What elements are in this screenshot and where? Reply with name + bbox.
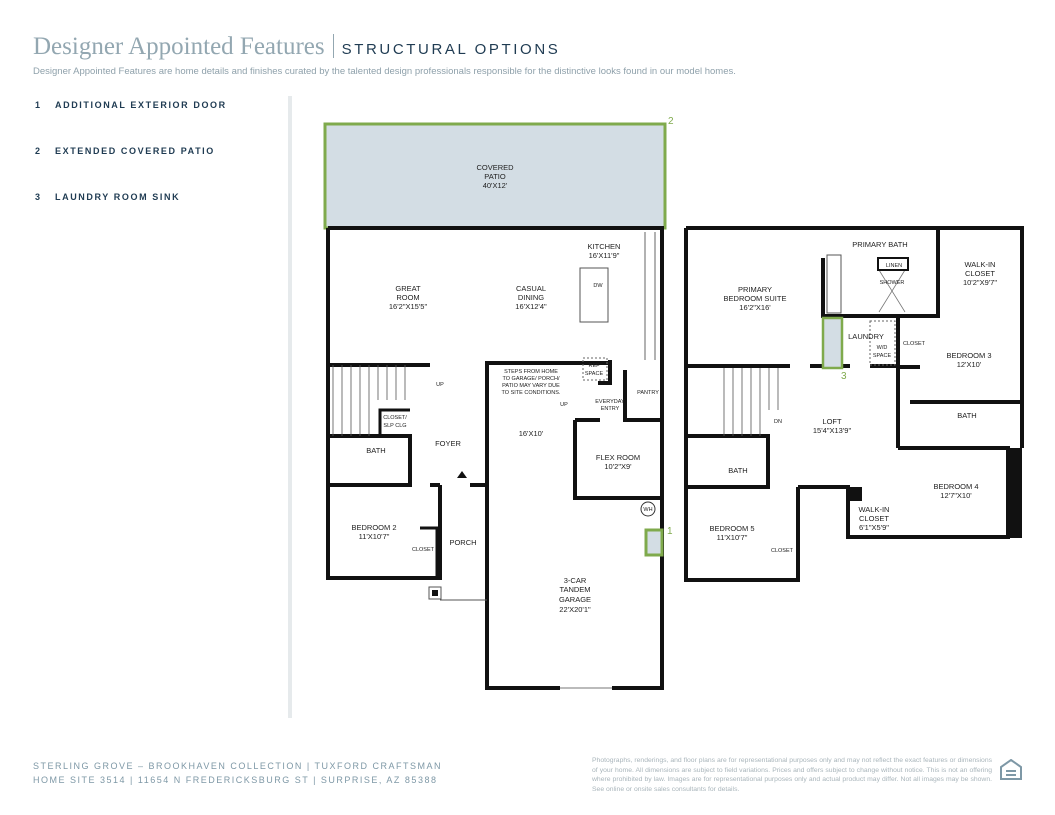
- room-label: PRIMARY BATH: [852, 240, 907, 249]
- room-label: TANDEM: [559, 585, 590, 594]
- room-label: PORCH: [449, 538, 476, 547]
- footer-community: STERLING GROVE – BROOKHAVEN COLLECTION |…: [33, 759, 442, 787]
- first-floor-labels: COVERED PATIO 40'X12' KITCHEN 16'X11'9" …: [351, 116, 674, 614]
- stairs-up-label: UP: [436, 382, 444, 388]
- room-label: 11'X10'7": [359, 532, 390, 541]
- room-label: DINING: [518, 293, 544, 302]
- room-label: SPACE: [873, 353, 892, 359]
- option-label: ADDITIONAL EXTERIOR DOOR: [55, 100, 227, 110]
- room-label: PANTRY: [637, 390, 659, 396]
- room-label: 16'X12'4": [515, 302, 547, 311]
- stairs-down-label: DN: [774, 419, 782, 425]
- page-title: Designer Appointed Features STRUCTURAL OP…: [33, 33, 560, 61]
- options-list: 1 ADDITIONAL EXTERIOR DOOR 2 EXTENDED COVE…: [35, 100, 227, 238]
- room-label: 6'1"X5'9": [859, 523, 889, 532]
- room-label: CLOSET: [412, 547, 435, 553]
- room-label: 10'2"X9'7": [963, 278, 997, 287]
- room-label: BEDROOM 5: [709, 524, 754, 533]
- second-floor-labels: PRIMARY BATH LINEN SHOWER WALK-IN CLOSET…: [709, 240, 997, 554]
- room-label: COVERED: [476, 163, 514, 172]
- room-label: WALK-IN: [965, 260, 996, 269]
- note-text: STEPS FROM HOME: [504, 369, 558, 375]
- room-label: BATH: [728, 466, 747, 475]
- footer-line-1: STERLING GROVE – BROOKHAVEN COLLECTION |…: [33, 761, 443, 771]
- room-label: BEDROOM 4: [933, 482, 978, 491]
- room-label: 16'2"X15'5": [389, 302, 428, 311]
- room-label: BEDROOM SUITE: [724, 294, 787, 303]
- room-label: SLP CLG: [383, 423, 406, 429]
- option-marker: 3: [841, 371, 847, 382]
- room-label: ENTRY: [601, 406, 620, 412]
- room-label: SHOWER: [880, 280, 905, 286]
- room-label: CASUAL: [516, 284, 546, 293]
- room-label: CLOSET: [903, 341, 926, 347]
- room-label: 16'X11'9": [589, 251, 620, 260]
- room-label: CLOSET: [965, 269, 995, 278]
- title-subtitle: STRUCTURAL OPTIONS: [341, 41, 561, 58]
- note-text: TO SITE CONDITIONS.: [502, 390, 561, 396]
- option-item: 3 LAUNDRY ROOM SINK: [35, 192, 227, 238]
- note-text: PATIO MAY VARY DUE: [502, 383, 560, 389]
- room-label: SPACE: [585, 371, 604, 377]
- title-divider: [332, 34, 334, 58]
- room-label: 16'2"X16': [739, 303, 771, 312]
- entry-arrow-icon: [457, 471, 467, 478]
- option-item: 2 EXTENDED COVERED PATIO: [35, 146, 227, 192]
- option-label: LAUNDRY ROOM SINK: [55, 192, 181, 202]
- footer-line-2: HOME SITE 3514 | 11654 N FREDERICKSBURG …: [33, 775, 438, 785]
- option-marker: 1: [667, 526, 673, 537]
- room-label: 10'2"X9': [604, 462, 632, 471]
- room-label: W/D: [877, 345, 888, 351]
- room-label: FLEX ROOM: [596, 453, 640, 462]
- room-label: 12'7"X10': [940, 491, 972, 500]
- covered-patio-highlight: [323, 122, 667, 230]
- room-label: KITCHEN: [588, 242, 621, 251]
- option-number: 2: [35, 146, 42, 156]
- room-label: BEDROOM 3: [946, 351, 991, 360]
- title-main: Designer Appointed Features: [33, 33, 325, 60]
- room-label: LINEN: [886, 263, 902, 269]
- room-label: 16'X10': [519, 429, 544, 438]
- laundry-sink-highlight: [821, 316, 844, 370]
- room-label: CLOSET: [771, 548, 794, 554]
- room-label: CLOSET/: [383, 415, 407, 421]
- room-label: FOYER: [435, 439, 461, 448]
- stairs-up-label: UP: [560, 402, 568, 408]
- dishwasher-label: DW: [593, 283, 603, 289]
- room-label: WALK-IN: [859, 505, 890, 514]
- exterior-door-highlight: [644, 528, 664, 557]
- equal-housing-icon: [1000, 759, 1022, 780]
- note-text: TO GARAGE/ PORCH/: [502, 376, 560, 382]
- legal-disclaimer: Photographs, renderings, and floor plans…: [592, 757, 992, 793]
- option-number: 3: [35, 192, 42, 202]
- second-floor-plan: [684, 226, 1024, 582]
- first-floor-plan: [323, 122, 667, 690]
- option-label: EXTENDED COVERED PATIO: [55, 146, 215, 156]
- room-label: 22'X20'1": [559, 605, 591, 614]
- page-description: Designer Appointed Features are home det…: [33, 66, 736, 77]
- divider: [288, 96, 292, 718]
- option-marker: 2: [668, 116, 674, 127]
- room-label: 11'X10'7": [717, 533, 748, 542]
- room-label: LAUNDRY: [848, 332, 884, 341]
- room-label: BEDROOM 2: [351, 523, 396, 532]
- room-label: GREAT: [395, 284, 421, 293]
- room-label: ROOM: [396, 293, 419, 302]
- room-label: BATH: [366, 446, 385, 455]
- room-label: LOFT: [822, 417, 842, 426]
- room-label: 40'X12': [483, 181, 508, 190]
- room-label: 12'X10': [957, 360, 982, 369]
- room-label: 3-CAR: [564, 576, 587, 585]
- option-number: 1: [35, 100, 42, 110]
- room-label: PATIO: [484, 172, 506, 181]
- water-heater-label: WH: [643, 507, 652, 513]
- room-label: GARAGE: [559, 595, 591, 604]
- room-label: BATH: [957, 411, 976, 420]
- room-label: 15'4"X13'9": [813, 426, 852, 435]
- room-label: CLOSET: [859, 514, 889, 523]
- room-label: REF: [589, 363, 601, 369]
- room-label: EVERYDAY: [595, 399, 625, 405]
- option-item: 1 ADDITIONAL EXTERIOR DOOR: [35, 100, 227, 146]
- room-label: PRIMARY: [738, 285, 772, 294]
